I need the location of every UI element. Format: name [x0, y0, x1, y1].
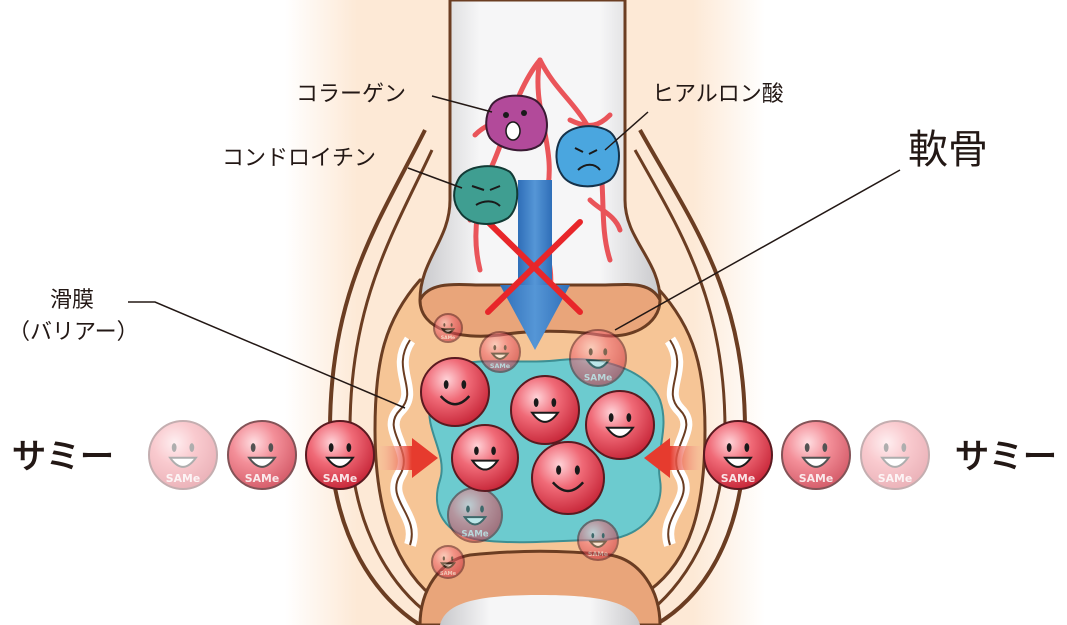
ball-text: SAMe — [799, 472, 833, 485]
sammy-ball: SAMe — [480, 332, 520, 372]
sammy-ball: SAMe — [570, 330, 626, 386]
sammy-ball: SAMe — [228, 421, 296, 489]
collagen-molecule — [486, 96, 547, 151]
label-sammy-right: サミー — [955, 440, 1057, 474]
sammy-ball — [511, 376, 579, 444]
ball-text: SAMe — [440, 571, 457, 577]
ball-text: SAMe — [245, 472, 279, 485]
ball-text: SAMe — [441, 335, 455, 341]
label-barrier: （バリアー） — [8, 322, 139, 344]
sammy-ball — [586, 391, 654, 459]
ball-text: SAMe — [588, 550, 609, 558]
hyaluronic-acid-molecule — [556, 126, 619, 186]
sammy-ball — [452, 425, 518, 491]
ball-text: SAMe — [323, 472, 357, 485]
label-chondroitin: コンドロイチン — [222, 148, 376, 170]
label-sammy-left: サミー — [12, 440, 114, 474]
sammy-ball: SAMe — [434, 314, 462, 342]
ball-text: SAMe — [166, 472, 200, 485]
sammy-ball: SAMe — [432, 546, 464, 578]
chondroitin-molecule — [454, 166, 517, 224]
sammy-ball: SAMe — [861, 421, 929, 489]
sammy-ball — [532, 442, 604, 514]
sammy-ball: SAMe — [306, 421, 374, 489]
label-cartilage: 軟骨 — [908, 130, 988, 170]
label-synovium: 滑膜 — [50, 290, 94, 312]
sammy-ball: SAMe — [782, 421, 850, 489]
ball-text: SAMe — [721, 472, 755, 485]
sammy-ball: SAMe — [448, 488, 502, 542]
sammy-ball: SAMe — [704, 421, 772, 489]
ball-text: SAMe — [490, 362, 511, 370]
ball-text: SAMe — [584, 373, 612, 383]
ball-text: SAMe — [878, 472, 912, 485]
sammy-ball: SAMe — [149, 421, 217, 489]
sammy-ball — [421, 358, 489, 426]
label-collagen: コラーゲン — [296, 84, 406, 106]
ball-text: SAMe — [461, 530, 488, 540]
sammy-ball: SAMe — [578, 520, 618, 560]
label-hyaluronic-acid: ヒアルロン酸 — [652, 84, 784, 106]
